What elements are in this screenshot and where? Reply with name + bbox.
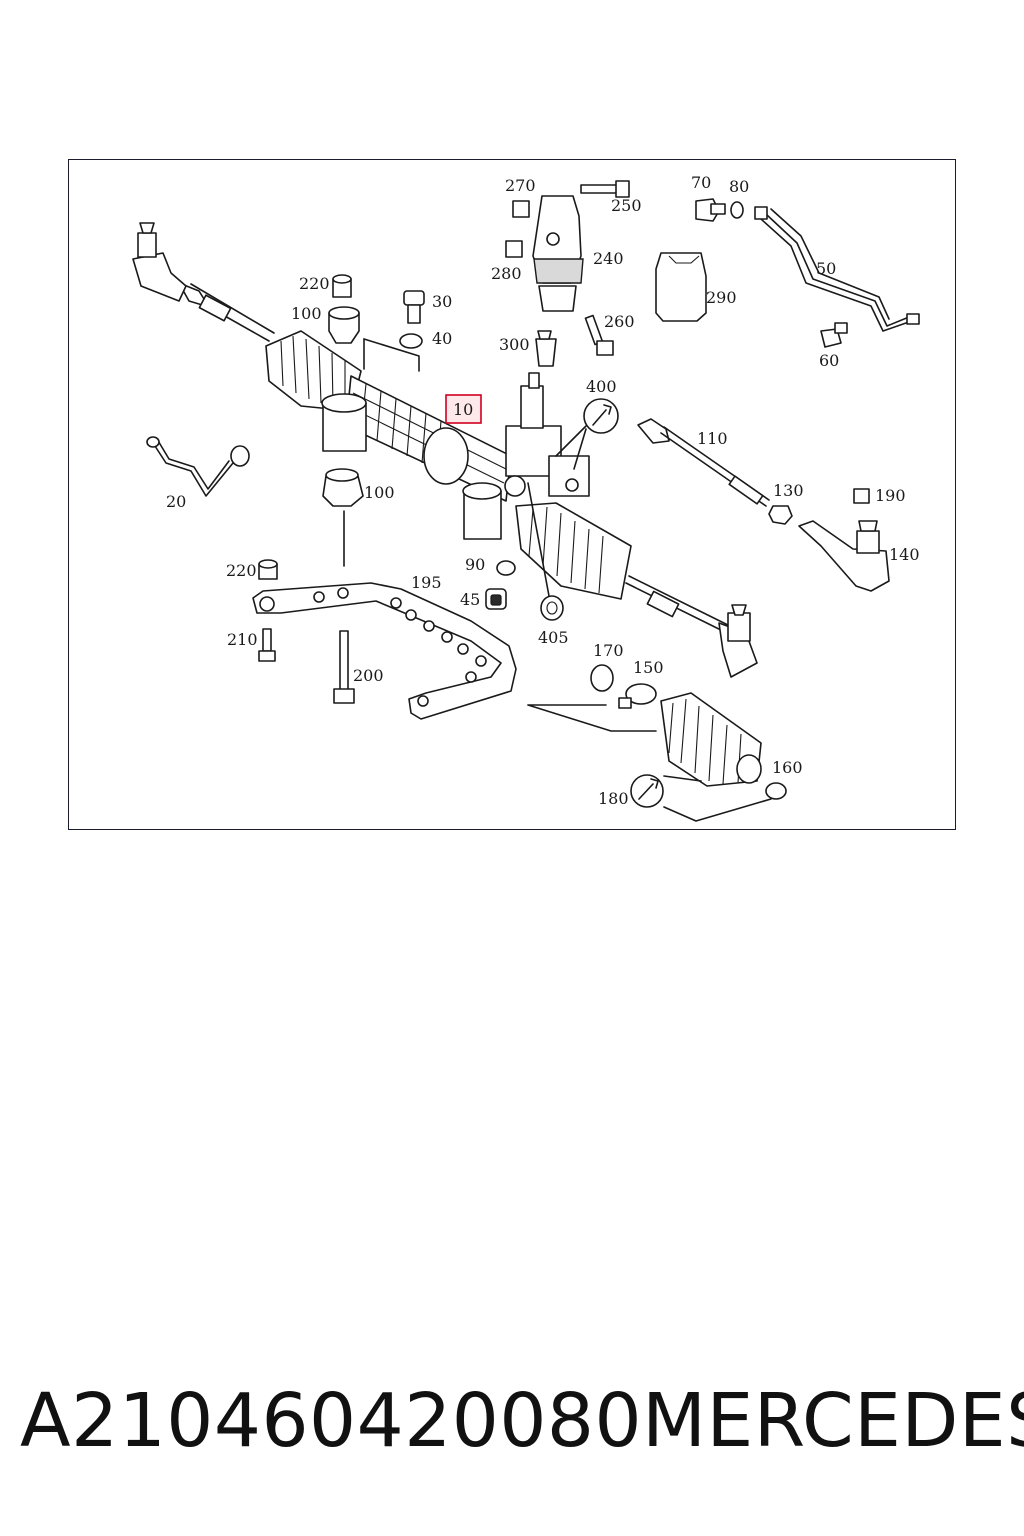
plug-45 bbox=[485, 588, 507, 610]
callout-290: 290 bbox=[706, 288, 737, 307]
callout-50: 50 bbox=[816, 259, 836, 278]
callout-180: 180 bbox=[598, 789, 629, 808]
parts-diagram-frame: 10 20 30 40 45 50 60 70 80 90 100 100 11… bbox=[68, 159, 956, 830]
highlighted-callout-box bbox=[445, 394, 482, 424]
nut-270 bbox=[512, 200, 530, 218]
plug-30 bbox=[403, 290, 425, 324]
callout-405: 405 bbox=[538, 628, 569, 647]
nut-220-upper bbox=[332, 274, 352, 298]
callout-220-upper: 220 bbox=[299, 274, 330, 293]
tie-rod-end-right-assembly bbox=[727, 604, 751, 642]
rack-housing bbox=[345, 375, 512, 502]
mount-bushing-right bbox=[462, 482, 502, 540]
callout-45: 45 bbox=[460, 590, 480, 609]
callout-90: 90 bbox=[465, 555, 485, 574]
callout-30: 30 bbox=[432, 292, 452, 311]
ring-170 bbox=[590, 664, 614, 692]
clip-300 bbox=[535, 330, 557, 367]
steering-rack-assembly bbox=[178, 282, 758, 678]
tie-rod-end-140 bbox=[798, 520, 890, 592]
shield-290 bbox=[655, 252, 707, 322]
steering-coupling-240 bbox=[532, 195, 584, 312]
leader-line-405 bbox=[527, 482, 550, 597]
callout-110: 110 bbox=[697, 429, 728, 448]
pinion-valve-body bbox=[504, 372, 590, 497]
bracket-195 bbox=[252, 582, 517, 720]
callout-270: 270 bbox=[505, 176, 536, 195]
callout-220-lower: 220 bbox=[226, 561, 257, 580]
callout-260: 260 bbox=[604, 312, 635, 331]
callout-100-lower: 100 bbox=[364, 483, 395, 502]
tie-rod-end-left bbox=[132, 222, 187, 302]
callout-300: 300 bbox=[499, 335, 530, 354]
bolt-60 bbox=[820, 322, 848, 348]
leader-line-400 bbox=[555, 425, 587, 470]
callout-labels: 10 20 30 40 45 50 60 70 80 90 100 100 11… bbox=[166, 173, 920, 808]
callout-130: 130 bbox=[773, 481, 804, 500]
nut-130 bbox=[768, 505, 793, 525]
right-bellows-boot bbox=[515, 502, 632, 600]
leader-line-30-40 bbox=[363, 338, 420, 372]
inner-tie-rod-110 bbox=[637, 418, 770, 507]
washer-80 bbox=[730, 201, 744, 219]
bolt-250 bbox=[580, 180, 630, 198]
nut-280 bbox=[505, 240, 523, 258]
clamp-150 bbox=[618, 683, 657, 709]
bolt-70 bbox=[695, 198, 726, 222]
hydraulic-line-50 bbox=[754, 206, 920, 332]
callout-195: 195 bbox=[411, 573, 442, 592]
callout-80: 80 bbox=[729, 177, 749, 196]
mount-100-upper bbox=[328, 306, 360, 344]
callout-20: 20 bbox=[166, 492, 186, 511]
steering-rack-exploded-view: 10 20 30 40 45 50 60 70 80 90 100 100 11… bbox=[132, 173, 920, 822]
mount-100-lower bbox=[322, 468, 364, 507]
callout-60: 60 bbox=[819, 351, 839, 370]
wrench-icon bbox=[630, 774, 664, 808]
callout-150: 150 bbox=[633, 658, 664, 677]
brand-name: MERCEDES bbox=[642, 1378, 1024, 1464]
part-info-footer: A210460420080 MERCEDES bbox=[20, 1376, 1024, 1466]
callout-140: 140 bbox=[889, 545, 920, 564]
nut-190 bbox=[853, 488, 870, 504]
mount-bushing-left bbox=[321, 393, 367, 452]
boot-kit-180 bbox=[660, 692, 762, 787]
callout-190: 190 bbox=[875, 486, 906, 505]
callout-10: 10 bbox=[453, 400, 473, 419]
callout-400: 400 bbox=[586, 377, 617, 396]
seal-ring-90 bbox=[496, 560, 516, 576]
callout-200: 200 bbox=[353, 666, 384, 685]
bolt-210 bbox=[258, 628, 276, 662]
callout-70: 70 bbox=[691, 173, 711, 192]
callout-210: 210 bbox=[227, 630, 258, 649]
clamp-160 bbox=[765, 782, 787, 800]
leader-lines-boot-kit bbox=[527, 704, 772, 822]
callout-170: 170 bbox=[593, 641, 624, 660]
nut-220-lower bbox=[258, 559, 278, 580]
callout-160: 160 bbox=[772, 758, 803, 777]
callout-240: 240 bbox=[593, 249, 624, 268]
callout-250: 250 bbox=[611, 196, 642, 215]
bolt-260 bbox=[584, 314, 614, 356]
wrench-icon bbox=[583, 398, 619, 434]
fitting-405 bbox=[540, 595, 564, 621]
callout-280: 280 bbox=[491, 264, 522, 283]
part-number: A210460420080 bbox=[20, 1378, 643, 1464]
seal-ring-40 bbox=[399, 333, 423, 349]
callout-40: 40 bbox=[432, 329, 452, 348]
bolt-200 bbox=[333, 630, 355, 704]
hydraulic-line-20 bbox=[146, 436, 250, 497]
callout-100-upper: 100 bbox=[291, 304, 322, 323]
